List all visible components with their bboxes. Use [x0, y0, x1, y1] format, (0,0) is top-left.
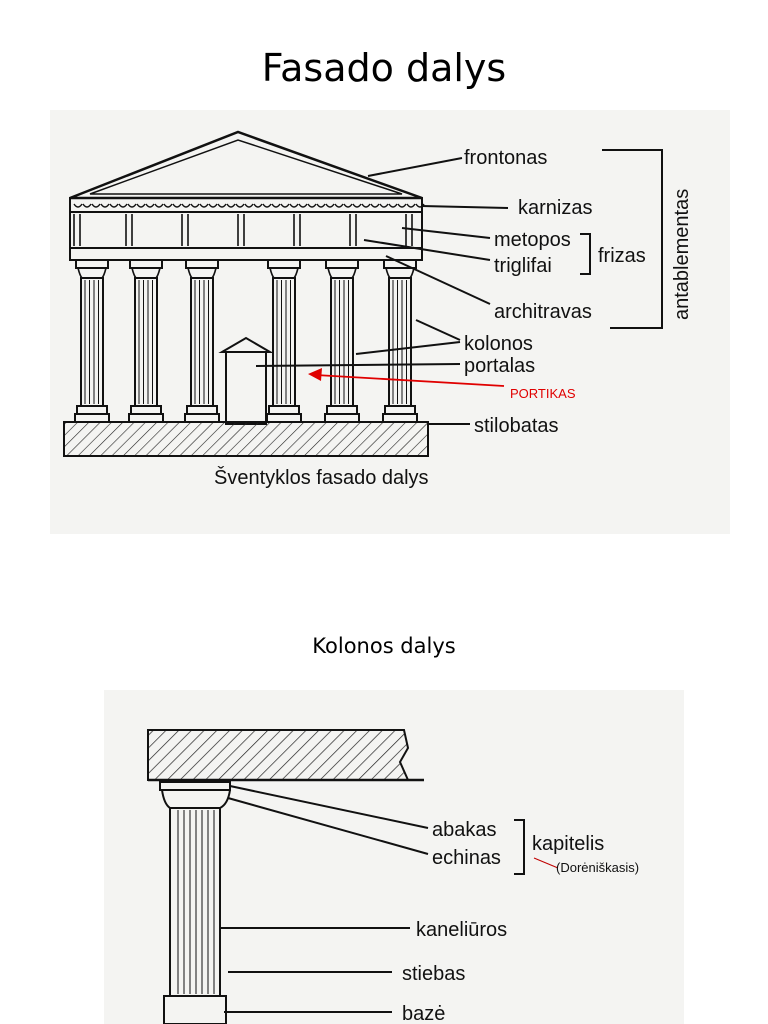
facade-column	[184, 259, 220, 423]
label-kaneliuros: kaneliūros	[416, 919, 507, 941]
cornice-dentil	[244, 203, 254, 208]
echinus	[161, 789, 231, 809]
cornice-dentil	[280, 203, 290, 208]
column-figure: abakas echinas kapitelis (Dorėniškasis) …	[104, 690, 684, 1024]
triglyph	[293, 214, 301, 246]
cornice-dentil	[208, 203, 218, 208]
label-kapitelis: kapitelis	[532, 833, 604, 855]
cornice-dentil	[388, 203, 398, 208]
cornice-dentil	[325, 203, 335, 208]
column-svg: abakas echinas kapitelis (Dorėniškasis) …	[147, 729, 639, 1024]
label-kolonos: kolonos	[464, 333, 533, 355]
label-abakas: abakas	[432, 819, 497, 841]
abacus	[159, 781, 231, 791]
label-antablementas: antablementas	[671, 189, 693, 320]
label-frizas: frizas	[598, 245, 646, 267]
cornice-dentil	[415, 203, 425, 208]
triglyph	[237, 214, 245, 246]
cornice-dentil	[253, 203, 263, 208]
cornice-dentil	[154, 203, 164, 208]
cornice-dentil	[118, 203, 128, 208]
cornice-dentil	[235, 203, 245, 208]
facade-column	[266, 259, 302, 423]
label-portalas: portalas	[464, 355, 535, 377]
facade-column	[324, 259, 360, 423]
label-dorieniskasis: (Dorėniškasis)	[556, 860, 639, 875]
label-triglifai: triglifai	[494, 255, 552, 277]
cornice-dentil	[181, 203, 191, 208]
label-frontonas: frontonas	[464, 147, 547, 169]
cornice-dentil	[361, 203, 371, 208]
facade-column	[128, 259, 164, 423]
entablature-slab	[147, 729, 424, 782]
cornice	[69, 197, 425, 213]
column-shaft	[169, 807, 221, 997]
label-stilobatas: stilobatas	[474, 415, 559, 437]
cornice-dentil	[352, 203, 362, 208]
cornice-dentil	[136, 203, 146, 208]
pediment	[69, 130, 423, 200]
cornice-dentil	[199, 203, 209, 208]
cornice-dentil	[145, 203, 155, 208]
cornice-dentil	[379, 203, 389, 208]
temple-facade-svg: frontonas karnizas metopos triglifai fri…	[63, 130, 693, 489]
cornice-dentil	[190, 203, 200, 208]
facade-columns	[74, 259, 418, 423]
facade-caption: Šventyklos fasado dalys	[214, 466, 429, 489]
frieze	[69, 211, 423, 249]
facade-column	[382, 259, 418, 423]
cornice-dentil	[226, 203, 236, 208]
cornice-dentil	[316, 203, 326, 208]
cornice-dentil	[298, 203, 308, 208]
architrave	[69, 247, 423, 261]
cornice-dentil	[343, 203, 353, 208]
cornice-dentil	[91, 203, 101, 208]
temple-facade-figure: frontonas karnizas metopos triglifai fri…	[50, 110, 730, 534]
label-stiebas: stiebas	[402, 963, 465, 985]
portal	[218, 336, 274, 425]
cornice-dentil	[73, 203, 83, 208]
label-echinas: echinas	[432, 847, 501, 869]
cornice-dentil	[289, 203, 299, 208]
cornice-dentil	[271, 203, 281, 208]
cornice-dentil	[217, 203, 227, 208]
page-title: Fasado dalys	[261, 46, 507, 90]
cornice-dentil	[109, 203, 119, 208]
facade-leader-lines	[255, 149, 663, 425]
label-metopos: metopos	[494, 229, 571, 251]
triglyph	[73, 214, 81, 246]
column-leader-lines	[220, 785, 559, 1013]
label-karnizas: karnizas	[518, 197, 592, 219]
cornice-dentil	[100, 203, 110, 208]
triglyph	[349, 214, 357, 246]
triglyph	[181, 214, 189, 246]
cornice-dentil	[307, 203, 317, 208]
stylobate	[63, 421, 429, 457]
cornice-dentil	[172, 203, 182, 208]
facade-column	[74, 259, 110, 423]
cornice-dentil	[82, 203, 92, 208]
cornice-dentil	[262, 203, 272, 208]
cornice-dentil	[406, 203, 416, 208]
label-portikas: PORTIKAS	[510, 386, 576, 401]
label-baze: bazė	[402, 1003, 445, 1024]
portikas-arrow	[308, 368, 505, 387]
triglyph	[125, 214, 133, 246]
column-base	[163, 995, 227, 1024]
label-architravas: architravas	[494, 301, 592, 323]
cornice-dentil	[334, 203, 344, 208]
cornice-dentil	[127, 203, 137, 208]
cornice-dentil	[370, 203, 380, 208]
section-title: Kolonos dalys	[312, 634, 456, 658]
cornice-dentil	[397, 203, 407, 208]
cornice-dentil	[163, 203, 173, 208]
